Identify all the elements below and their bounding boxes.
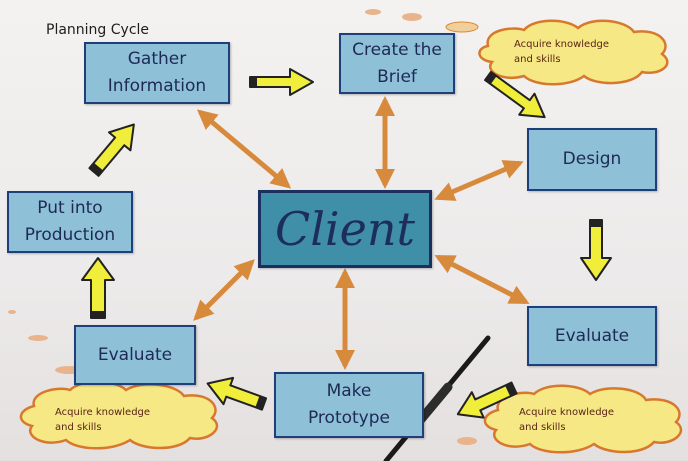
stage-gather-information: Gather Information (84, 42, 230, 104)
paint-blob (457, 437, 477, 445)
flow-arrows (81, 68, 612, 419)
stage-put-into-production: Put into Production (7, 191, 133, 253)
paint-blob (445, 21, 479, 33)
stage-design: Design (527, 128, 657, 191)
link-evaluate-right-client (434, 254, 530, 305)
link-design-client (434, 160, 524, 201)
client-center-box: Client (258, 190, 432, 268)
link-evaluate-left-client (193, 259, 255, 321)
stage-make-prototype: Make Prototype (274, 372, 424, 438)
flow-arrow-brief-to-design (484, 70, 546, 119)
paint-blob (365, 9, 381, 15)
flow-arrow-production-to-gather (88, 123, 135, 177)
link-gather-client (196, 109, 292, 189)
stage-evaluate-right: Evaluate (527, 306, 657, 366)
cloud-text-top-right: Acquire knowledge and skills (514, 39, 610, 65)
stage-create-brief: Create the Brief (339, 33, 455, 94)
cloud-bottom-right (483, 384, 683, 454)
cloud-text-bottom-left: Acquire knowledge and skills (55, 407, 151, 433)
flow-arrow-evaluate-to-prototype (456, 381, 518, 419)
diagram-title: Planning Cycle (46, 22, 150, 38)
flow-arrow-evaluate-to-production (81, 257, 115, 319)
flow-arrow-gather-to-brief (249, 68, 314, 96)
cloud-top-right (478, 19, 669, 86)
flow-arrow-design-to-evaluate (580, 219, 612, 281)
paint-blob (402, 13, 422, 21)
client-links (193, 96, 530, 370)
stage-evaluate-left: Evaluate (74, 325, 196, 385)
flow-arrow-prototype-to-evaluate (206, 376, 268, 411)
paint-blob (28, 335, 48, 341)
cloud-text-bottom-right: Acquire knowledge and skills (519, 407, 615, 433)
paint-blob (8, 310, 16, 314)
